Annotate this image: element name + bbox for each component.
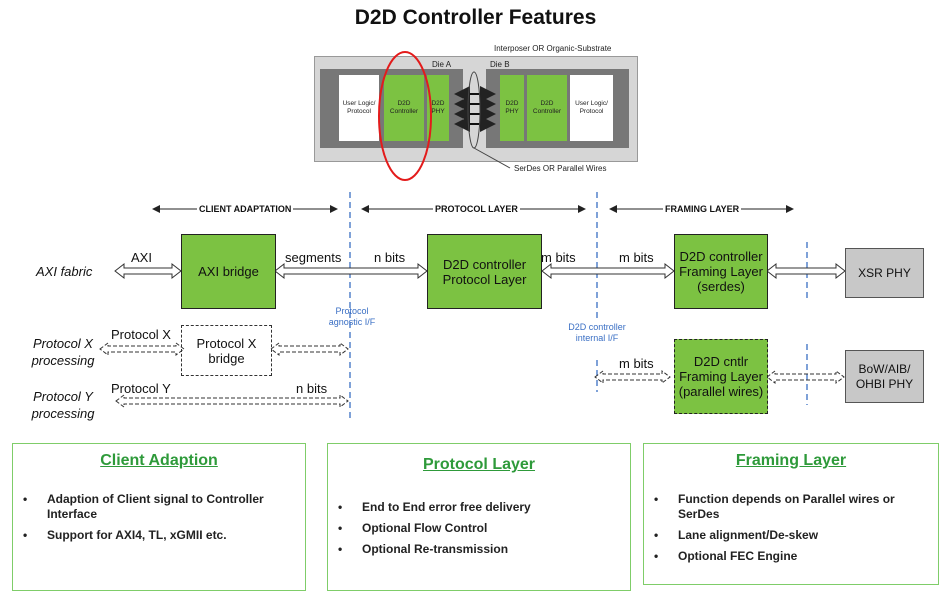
row-label-protocol-x: Protocol X processing: [31, 336, 95, 368]
substrate-caption: Interposer OR Organic-Substrate: [494, 44, 612, 53]
d2d-framing-parallel-box: D2D cntlr Framing Layer (parallel wires): [674, 339, 768, 414]
xsr-phy-box: XSR PHY: [845, 248, 924, 298]
label-axi: AXI: [131, 250, 152, 265]
panel-item: End to End error free delivery: [338, 500, 630, 515]
label-m-bits-1: m bits: [541, 250, 576, 265]
die-b-user-logic: User Logic/ Protocol: [570, 75, 613, 141]
panel-item: Adaption of Client signal to Controller …: [23, 492, 305, 522]
bow-phy-box: BoW/AIB/ OHBI PHY: [845, 350, 924, 403]
panel-title: Framing Layer: [735, 452, 847, 469]
page-title: D2D Controller Features: [354, 6, 597, 29]
label-n-bits-1: n bits: [374, 250, 406, 265]
highlight-circle: [378, 51, 432, 181]
label-segments: segments: [285, 250, 342, 265]
die-a-user-logic: User Logic/ Protocol: [339, 75, 379, 141]
panel-title: Client Adaption: [100, 452, 218, 469]
header-framing-layer: FRAMING LAYER: [663, 204, 742, 214]
header-protocol-layer: PROTOCOL LAYER: [433, 204, 520, 214]
die-b-label: Die B: [490, 60, 510, 69]
panel-protocol-layer: Protocol Layer End to End error free del…: [327, 443, 631, 591]
d2d-framing-serdes-box: D2D controller Framing Layer (serdes): [674, 234, 768, 309]
label-protocol-y: Protocol Y: [111, 381, 171, 396]
die-b-controller: D2D Controller: [527, 75, 567, 141]
row-label-axi-fabric: AXI fabric: [36, 264, 93, 279]
panel-item: Function depends on Parallel wires or Se…: [654, 492, 938, 522]
label-protocol-x: Protocol X: [111, 327, 171, 342]
panel-item: Optional Re-transmission: [338, 542, 630, 557]
protocol-x-bridge-box: Protocol X bridge: [181, 325, 272, 376]
label-protocol-agnostic: Protocol agnostic I/F: [328, 306, 376, 327]
die-b-phy: D2D PHY: [500, 75, 524, 141]
panel-item: Optional Flow Control: [338, 521, 630, 536]
die-a-label: Die A: [432, 60, 452, 69]
label-m-bits-2: m bits: [619, 250, 654, 265]
panel-item: Optional FEC Engine: [654, 549, 938, 564]
panel-title: Protocol Layer: [422, 456, 536, 473]
panel-item: Lane alignment/De-skew: [654, 528, 938, 543]
die-interconnect-arrows: [454, 86, 496, 132]
label-internal-if: D2D controller internal I/F: [568, 322, 626, 343]
row-label-protocol-y: Protocol Y processing: [31, 389, 95, 421]
wires-caption: SerDes OR Parallel Wires: [514, 164, 607, 173]
panel-client-adaption: Client Adaption Adaption of Client signa…: [12, 443, 306, 591]
header-client-adaptation: CLIENT ADAPTATION: [197, 204, 294, 214]
axi-bridge-box: AXI bridge: [181, 234, 276, 309]
panel-item: Support for AXI4, TL, xGMII etc.: [23, 528, 305, 543]
d2d-protocol-layer-box: D2D controller Protocol Layer: [427, 234, 542, 309]
die-a-phy: D2D PHY: [427, 75, 449, 141]
label-m-bits-3: m bits: [619, 356, 654, 371]
die-a-controller: D2D Controller: [384, 75, 424, 141]
label-n-bits-2: n bits: [296, 381, 328, 396]
panel-framing-layer: Framing Layer Function depends on Parall…: [643, 443, 939, 585]
